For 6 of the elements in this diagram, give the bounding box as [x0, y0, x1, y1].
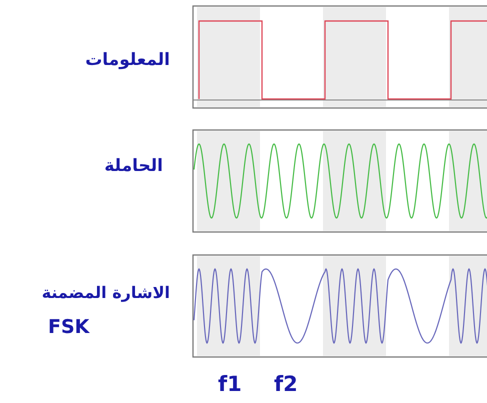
- signal-label: الاشارة المضمنة: [42, 283, 170, 302]
- signal-label: الحاملة: [104, 156, 163, 176]
- frequency-label: f2: [274, 372, 298, 396]
- signal-label: المعلومات: [85, 50, 170, 70]
- frequency-label: f1: [218, 372, 242, 396]
- modulation-label: FSK: [48, 316, 90, 338]
